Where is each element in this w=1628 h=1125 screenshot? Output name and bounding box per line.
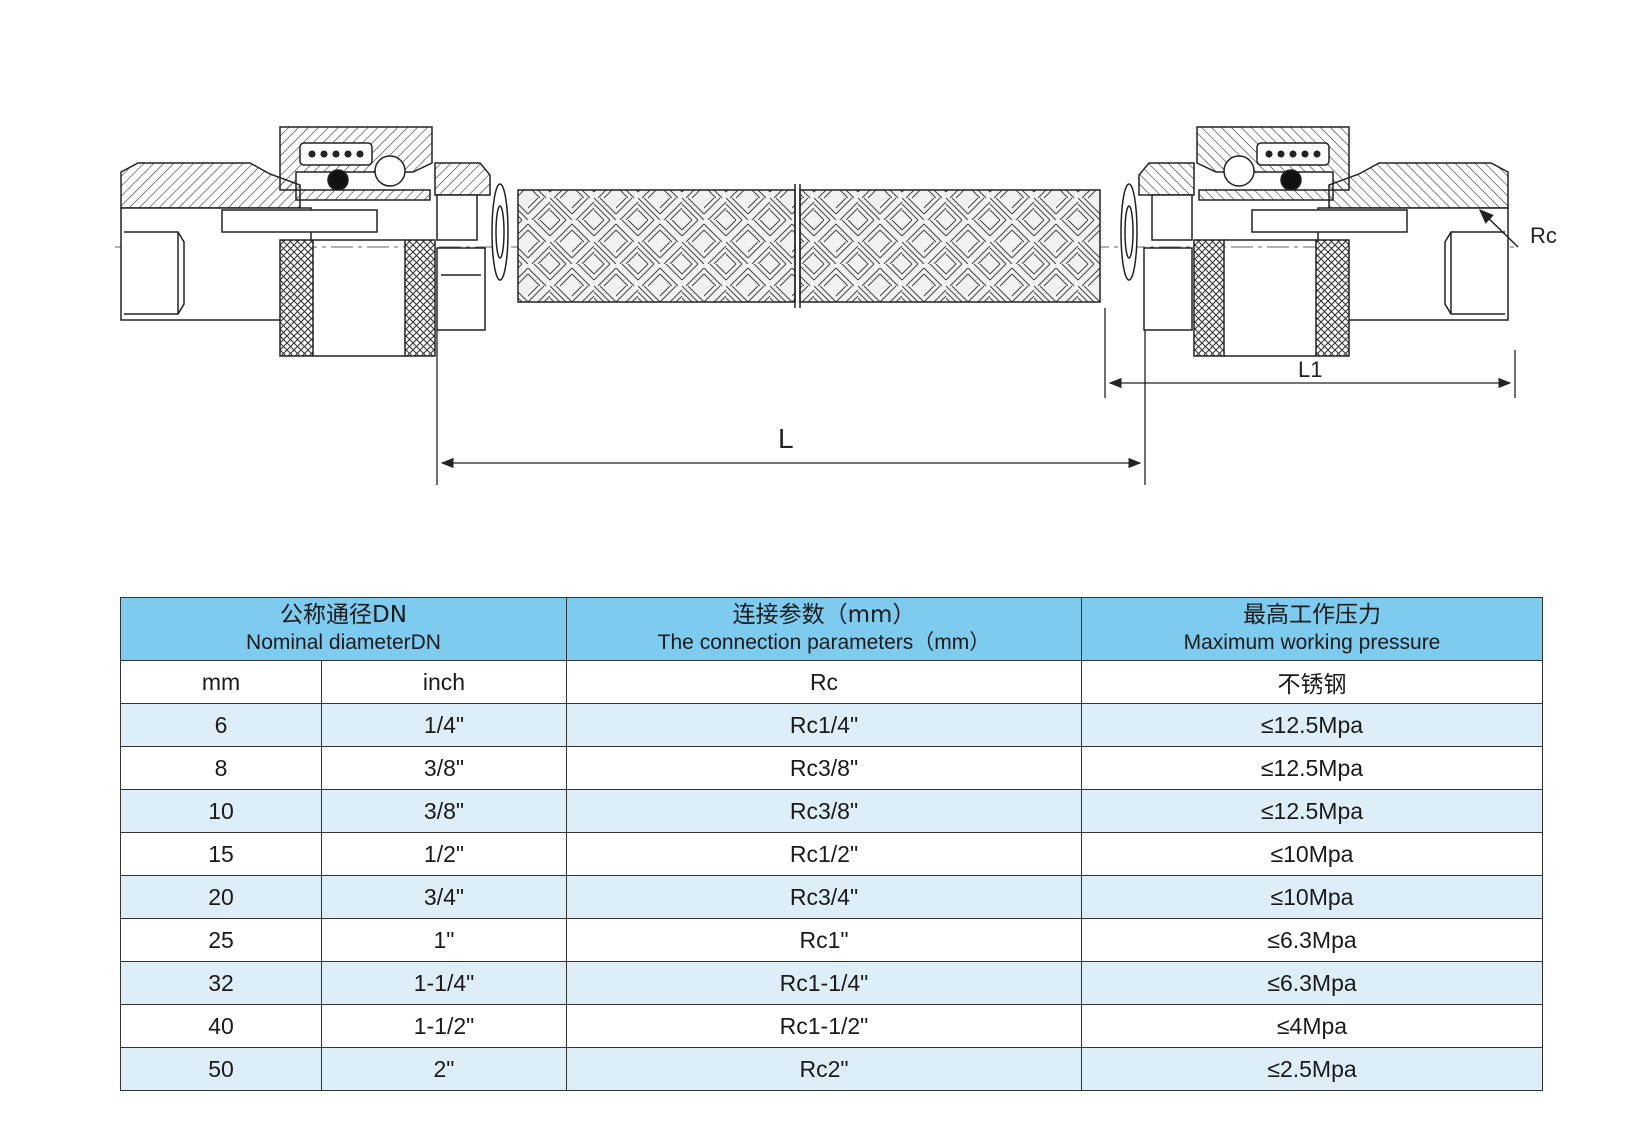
cell-rc: Rc1/2" (566, 832, 1082, 876)
table-row: 15 1/2" Rc1/2" ≤10Mpa (120, 832, 1543, 876)
cell-pressure: ≤12.5Mpa (1081, 703, 1543, 747)
cell-inch: 3/8" (321, 789, 567, 833)
rc-callout: Rc (1478, 208, 1557, 248)
cell-rc: Rc3/4" (566, 875, 1082, 919)
table-header-row: 公称通径DN Nominal diameterDN 连接参数（mm） The c… (120, 597, 1543, 661)
subheader-rc: Rc (566, 660, 1082, 704)
cell-rc: Rc1" (566, 918, 1082, 962)
table-row: 10 3/8" Rc3/8" ≤12.5Mpa (120, 789, 1543, 833)
cell-rc: Rc1-1/2" (566, 1004, 1082, 1048)
cell-mm: 15 (120, 832, 322, 876)
hose-assembly-drawing: Rc L1 L (115, 126, 1557, 485)
cell-inch: 1/2" (321, 832, 567, 876)
cell-pressure: ≤12.5Mpa (1081, 746, 1543, 790)
cell-mm: 20 (120, 875, 322, 919)
cell-inch: 2" (321, 1047, 567, 1091)
header-pressure-cn: 最高工作压力 (1243, 602, 1381, 628)
cell-inch: 1/4" (321, 703, 567, 747)
cell-inch: 1-1/4" (321, 961, 567, 1005)
cell-pressure: ≤6.3Mpa (1081, 918, 1543, 962)
table-subheader-row: mm inch Rc 不锈钢 (120, 660, 1543, 704)
cell-rc: Rc1-1/4" (566, 961, 1082, 1005)
l-dimension (436, 330, 1146, 485)
cell-mm: 32 (120, 961, 322, 1005)
table-row: 25 1" Rc1" ≤6.3Mpa (120, 918, 1543, 962)
header-pressure: 最高工作压力 Maximum working pressure (1081, 597, 1543, 661)
cell-pressure: ≤10Mpa (1081, 832, 1543, 876)
cell-pressure: ≤2.5Mpa (1081, 1047, 1543, 1091)
table-row: 32 1-1/4" Rc1-1/4" ≤6.3Mpa (120, 961, 1543, 1005)
header-nominal-diameter: 公称通径DN Nominal diameterDN (120, 597, 567, 661)
cell-mm: 8 (120, 746, 322, 790)
subheader-mm: mm (120, 660, 322, 704)
cell-inch: 1-1/2" (321, 1004, 567, 1048)
table-row: 50 2" Rc2" ≤2.5Mpa (120, 1047, 1543, 1091)
cell-mm: 50 (120, 1047, 322, 1091)
header-connection-cn: 连接参数（mm） (732, 602, 916, 628)
cell-mm: 40 (120, 1004, 322, 1048)
subheader-inch: inch (321, 660, 567, 704)
table-row: 6 1/4" Rc1/4" ≤12.5Mpa (120, 703, 1543, 747)
cell-pressure: ≤12.5Mpa (1081, 789, 1543, 833)
table-row: 8 3/8" Rc3/8" ≤12.5Mpa (120, 746, 1543, 790)
cell-inch: 1" (321, 918, 567, 962)
cell-inch: 3/4" (321, 875, 567, 919)
spec-table: 公称通径DN Nominal diameterDN 连接参数（mm） The c… (120, 597, 1543, 1091)
header-connection: 连接参数（mm） The connection parameters（mm） (566, 597, 1082, 661)
cell-rc: Rc2" (566, 1047, 1082, 1091)
l-label: L (778, 423, 794, 454)
rc-label: Rc (1530, 223, 1557, 248)
cell-inch: 3/8" (321, 746, 567, 790)
cell-pressure: ≤4Mpa (1081, 1004, 1543, 1048)
cell-pressure: ≤6.3Mpa (1081, 961, 1543, 1005)
cell-rc: Rc1/4" (566, 703, 1082, 747)
left-fitting (120, 126, 509, 357)
header-pressure-en: Maximum working pressure (1183, 631, 1441, 654)
cell-mm: 10 (120, 789, 322, 833)
subheader-material: 不锈钢 (1081, 660, 1543, 704)
header-connection-en: The connection parameters（mm） (657, 631, 991, 654)
table-row: 40 1-1/2" Rc1-1/2" ≤4Mpa (120, 1004, 1543, 1048)
header-nominal-cn: 公称通径DN (280, 602, 407, 628)
l1-dimension (1104, 308, 1516, 398)
cell-pressure: ≤10Mpa (1081, 875, 1543, 919)
header-nominal-en: Nominal diameterDN (246, 631, 441, 654)
cell-mm: 25 (120, 918, 322, 962)
braided-hose (517, 184, 1101, 308)
table-row: 20 3/4" Rc3/4" ≤10Mpa (120, 875, 1543, 919)
cell-rc: Rc3/8" (566, 789, 1082, 833)
right-fitting (1120, 126, 1509, 357)
cell-mm: 6 (120, 703, 322, 747)
cell-rc: Rc3/8" (566, 746, 1082, 790)
l1-label: L1 (1298, 357, 1322, 382)
